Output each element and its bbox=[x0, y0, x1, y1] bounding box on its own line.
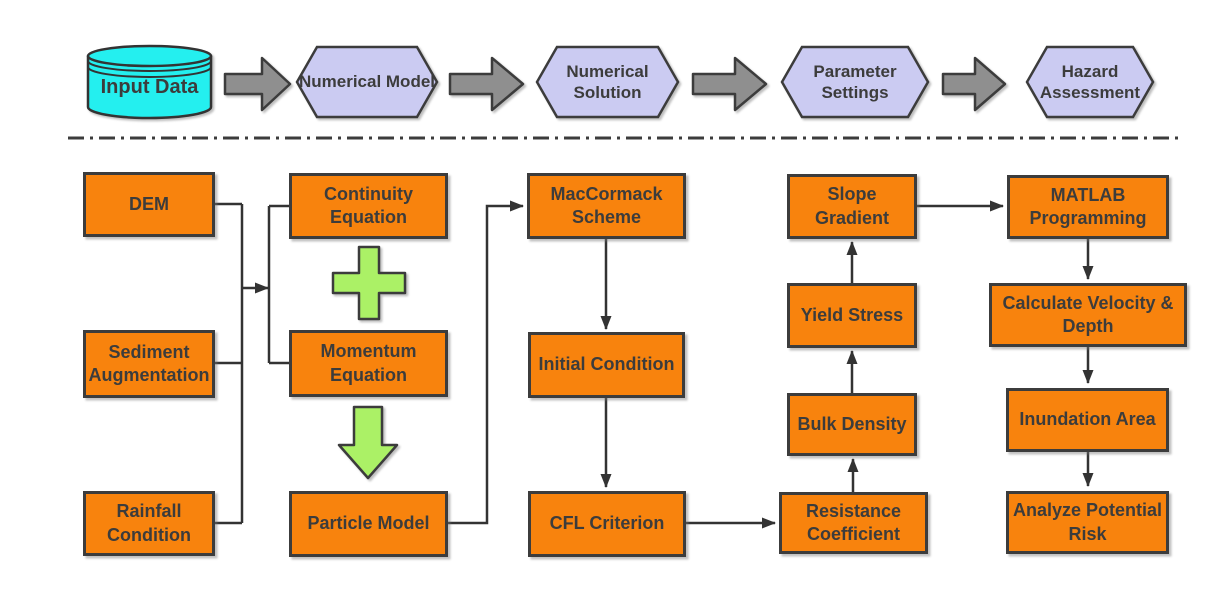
stage-hexagon-numerical-model bbox=[295, 45, 439, 119]
stage-hexagon-numerical-solution bbox=[535, 45, 680, 119]
maccormack-scheme-box: MacCormack Scheme bbox=[527, 173, 686, 239]
dem-box: DEM bbox=[83, 172, 215, 237]
cfl-criterion-box: CFL Criterion bbox=[528, 491, 686, 557]
continuity-equation-box: Continuity Equation bbox=[289, 173, 448, 239]
stage-hexagon-parameter-settings bbox=[780, 45, 930, 119]
bulk-density-box: Bulk Density bbox=[787, 393, 917, 456]
right-block-arrow-icon bbox=[223, 56, 292, 112]
sediment-augmentation-box: Sediment Augmentation bbox=[83, 330, 215, 398]
plus-icon bbox=[331, 245, 407, 321]
inundation-area-box: Inundation Area bbox=[1006, 388, 1169, 452]
analyze-potential-risk-box: Analyze Potential Risk bbox=[1006, 491, 1169, 554]
right-block-arrow-icon bbox=[691, 56, 768, 112]
down-arrow-icon bbox=[337, 405, 399, 480]
particle-model-box: Particle Model bbox=[289, 491, 448, 557]
database-cylinder-icon bbox=[86, 44, 213, 120]
calculate-velocity-depth-box: Calculate Velocity & Depth bbox=[989, 283, 1187, 347]
resistance-coefficient-box: Resistance Coefficient bbox=[779, 492, 928, 554]
rainfall-condition-box: Rainfall Condition bbox=[83, 491, 215, 556]
connector-arrow bbox=[448, 200, 524, 525]
matlab-programming-box: MATLAB Programming bbox=[1007, 175, 1169, 239]
stage-hexagon-hazard-assessment bbox=[1025, 45, 1155, 119]
initial-condition-box: Initial Condition bbox=[528, 332, 685, 398]
momentum-equation-box: Momentum Equation bbox=[289, 330, 448, 397]
yield-stress-box: Yield Stress bbox=[787, 283, 917, 348]
right-block-arrow-icon bbox=[941, 56, 1007, 112]
right-block-arrow-icon bbox=[448, 56, 525, 112]
slope-gradient-box: Slope Gradient bbox=[787, 174, 917, 239]
